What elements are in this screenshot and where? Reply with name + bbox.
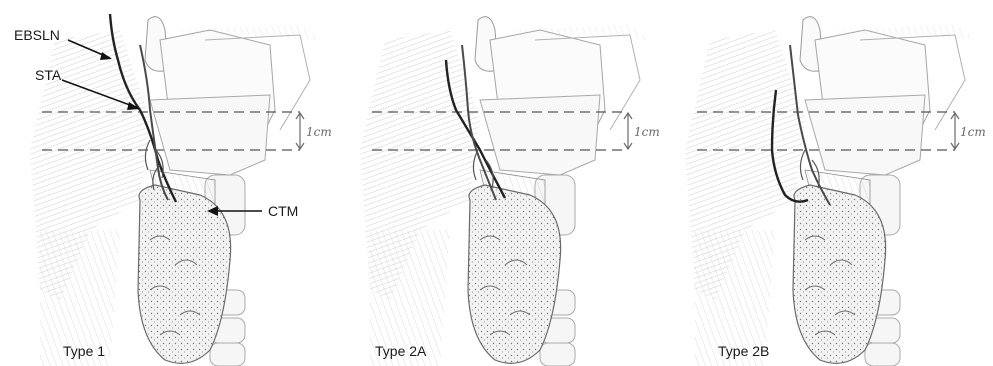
scale-label: 1cm bbox=[960, 125, 986, 139]
scale-label: 1cm bbox=[306, 125, 332, 139]
panel-type-1: 1cm EBSLN STA CTM Type 1 bbox=[14, 14, 332, 366]
label-ctm: CTM bbox=[268, 203, 298, 219]
label-ebsln: EBSLN bbox=[14, 27, 60, 43]
caption-type-2a: Type 2A bbox=[375, 343, 427, 359]
panel-type-2a: 1cm Type 2A bbox=[360, 17, 660, 366]
label-sta: STA bbox=[35, 67, 62, 83]
panel-type-2b: 1cm Type 2B bbox=[685, 17, 986, 366]
caption-type-2b: Type 2B bbox=[718, 343, 769, 359]
caption-type-1: Type 1 bbox=[63, 343, 105, 359]
scale-label: 1cm bbox=[634, 125, 660, 139]
